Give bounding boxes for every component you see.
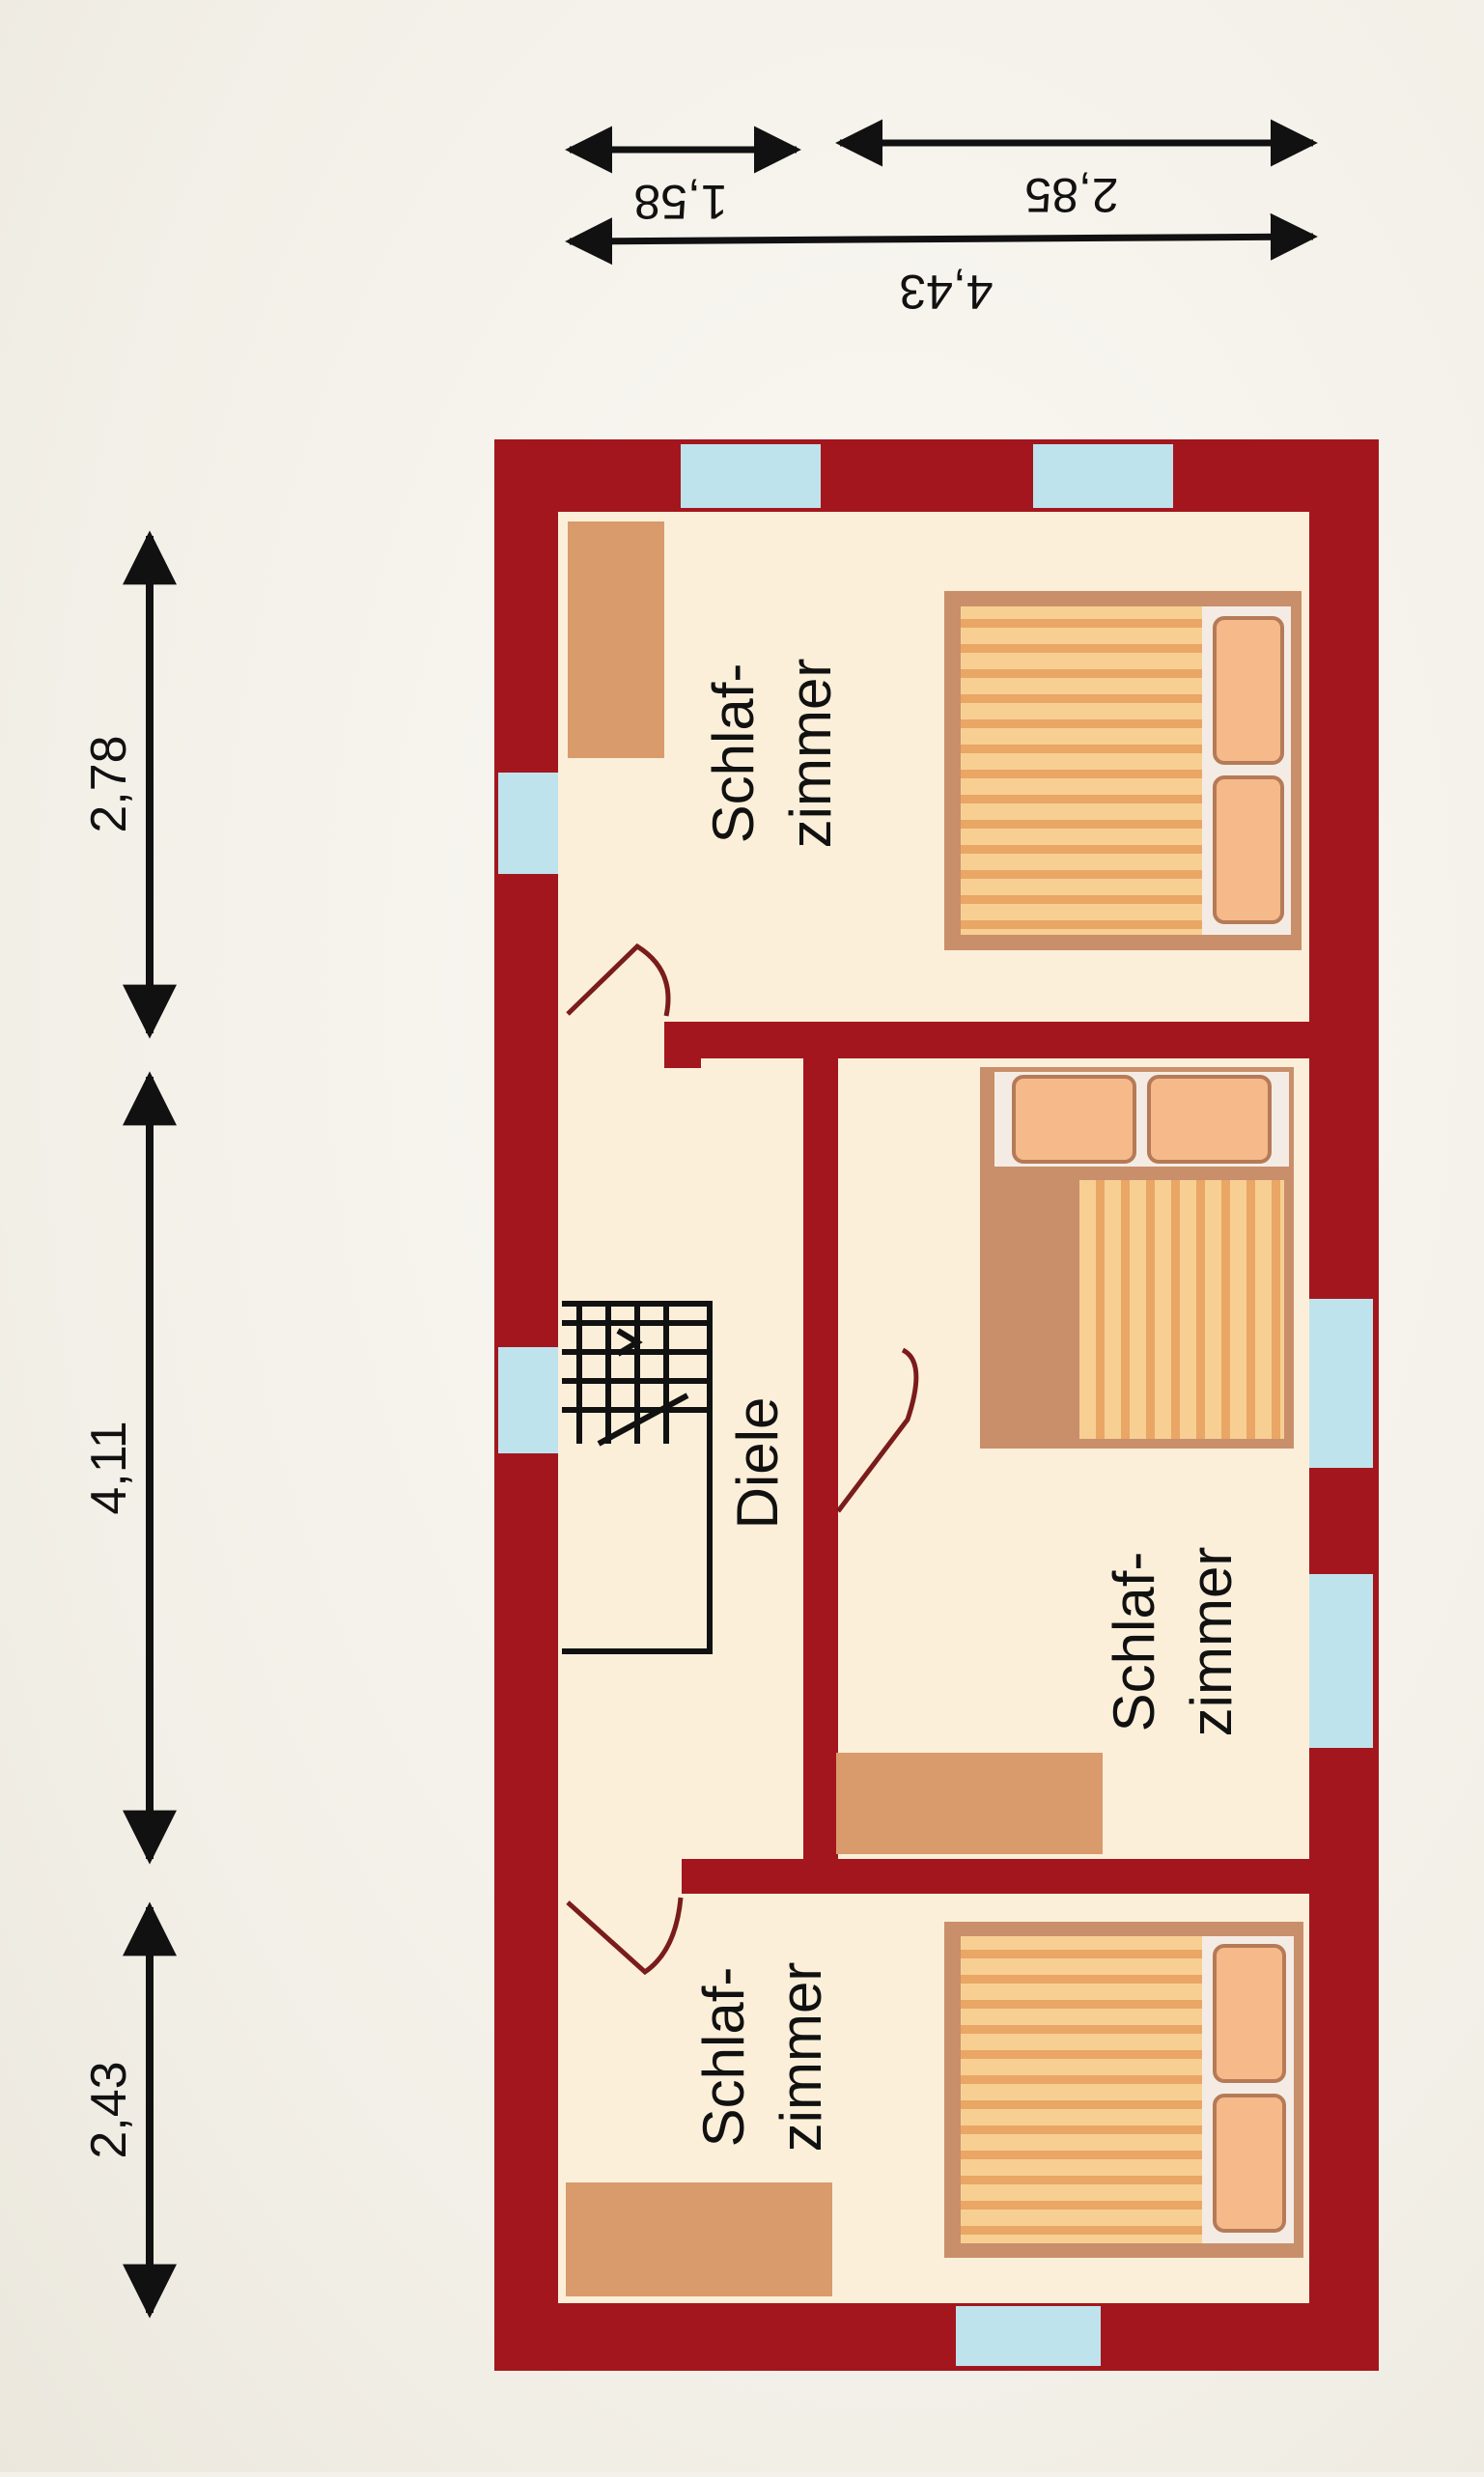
room-label-bedroom-bottom: Schlaf- zimmer — [691, 1962, 833, 2153]
dimension-label-2-78: 2,78 — [81, 735, 137, 832]
room-label-bedroom-bottom-line2: zimmer — [769, 1962, 833, 2153]
room-label-bedroom-middle-line1: Schlaf- — [1102, 1552, 1166, 1732]
bed-top — [944, 591, 1302, 950]
room-label-bedroom-middle: Schlaf- zimmer — [1102, 1547, 1244, 1737]
window-right-1 — [1309, 1299, 1373, 1468]
dimension-label-2-85: 2,85 — [1024, 168, 1118, 222]
wardrobe-top — [568, 521, 664, 758]
door-top-bedroom — [566, 943, 671, 1017]
dimension-label-1-58: 1,58 — [633, 175, 727, 229]
room-label-bedroom-top-line2: zimmer — [778, 659, 843, 849]
room-label-bedroom-middle-line2: zimmer — [1179, 1547, 1244, 1737]
window-left-2 — [498, 1347, 558, 1453]
wall-top-bedroom — [666, 1022, 1309, 1058]
staircase — [562, 1301, 713, 1654]
bed-bottom — [944, 1922, 1303, 2258]
bed-middle — [980, 1067, 1294, 1449]
window-right-2 — [1309, 1574, 1373, 1748]
room-label-bedroom-bottom-line1: Schlaf- — [691, 1967, 756, 2148]
window-bottom — [956, 2306, 1101, 2366]
wardrobe-middle — [836, 1753, 1103, 1854]
wardrobe-bottom — [566, 2182, 832, 2296]
door-bottom-bedroom — [566, 1897, 684, 1976]
window-top-1 — [681, 444, 821, 508]
window-left-1 — [498, 773, 558, 874]
door-swings — [566, 943, 919, 1976]
wall-bottom-bedroom — [682, 1859, 1309, 1894]
door-middle-bedroom — [836, 1347, 919, 1513]
house: Schlaf- zimmer Diele Schlaf- zimmer Schl… — [494, 439, 1379, 2371]
dimension-group-top: 1,58 2,85 4,43 — [565, 119, 1318, 319]
dimension-column-left: 2,78 4,11 2,43 — [81, 530, 177, 2319]
dimension-label-4-43: 4,43 — [899, 265, 993, 319]
room-label-bedroom-top: Schlaf- zimmer — [701, 659, 843, 849]
dimension-label-4-11: 4,11 — [81, 1421, 137, 1514]
room-label-hall: Diele — [725, 1397, 790, 1530]
wall-hall-divider — [803, 1058, 838, 1870]
dimension-line-4-43 — [565, 212, 1318, 266]
dimension-label-2-43: 2,43 — [81, 2061, 137, 2158]
wall-top-bedroom-stub — [664, 1022, 701, 1068]
room-label-bedroom-top-line1: Schlaf- — [701, 663, 766, 844]
window-top-2 — [1033, 444, 1173, 508]
